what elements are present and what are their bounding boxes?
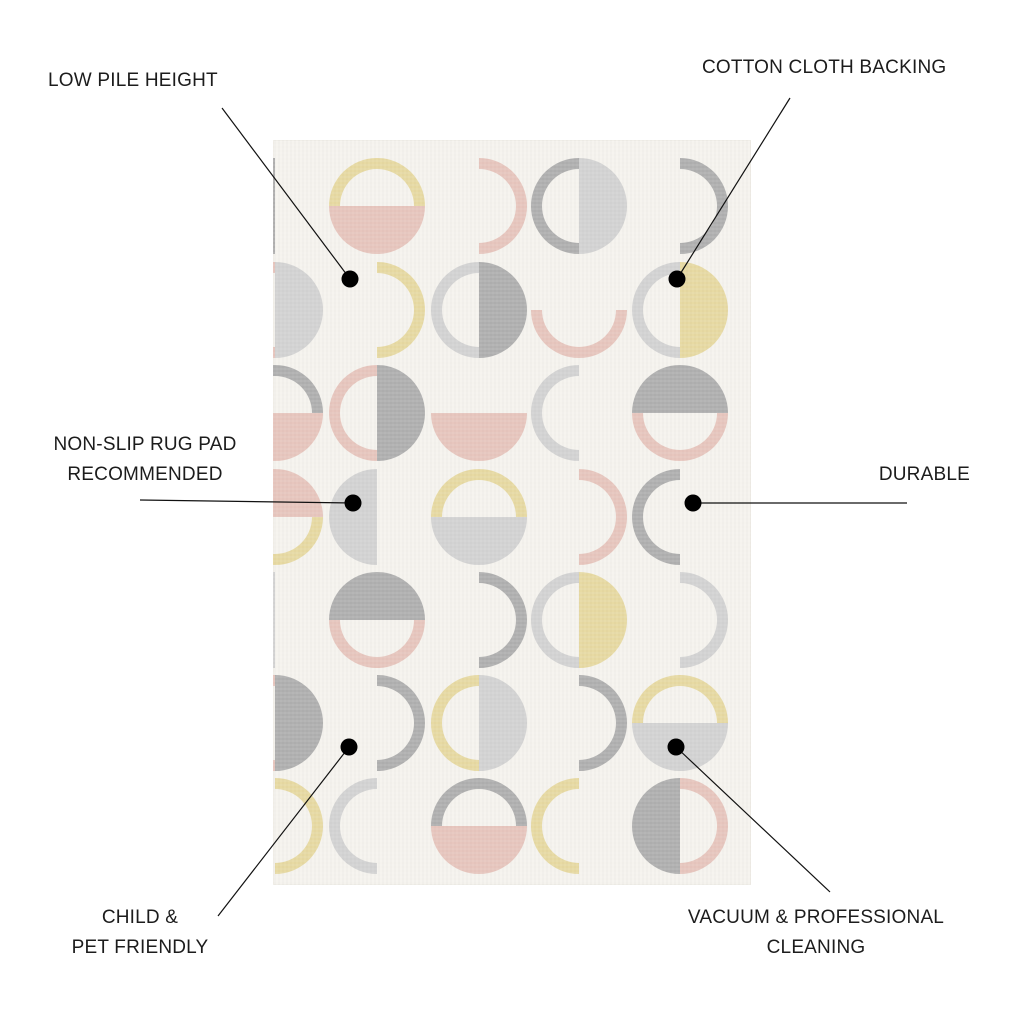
feature-label-vacuum: VACUUM & PROFESSIONAL CLEANING — [687, 907, 945, 958]
rug-image — [273, 140, 751, 885]
feature-label-non-slip: NON-SLIP RUG PAD RECOMMENDED — [53, 434, 237, 485]
rug-pattern — [273, 140, 751, 885]
feature-label-low-pile: LOW PILE HEIGHT — [48, 70, 218, 91]
feature-label-child-pet: CHILD & PET FRIENDLY — [71, 907, 209, 958]
feature-label-cotton-backing: COTTON CLOTH BACKING — [702, 57, 947, 78]
feature-label-durable: DURABLE — [878, 464, 970, 485]
